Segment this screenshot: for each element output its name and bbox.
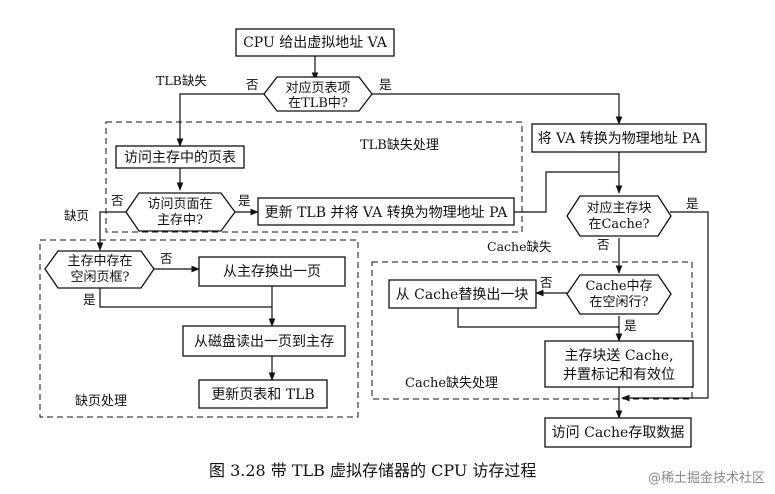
node-swap-page: 从主存换出一页 [198, 256, 346, 287]
svg-text:对应页表项: 对应页表项 [285, 80, 350, 96]
svg-text:主存中存在: 主存中存在 [67, 254, 132, 269]
tlb-miss-region-label: TLB缺失处理 [360, 138, 439, 153]
label-line-no: 否 [540, 275, 553, 290]
svg-text:从 Cache替换出一块: 从 Cache替换出一块 [396, 286, 529, 303]
node-update-tlb: 更新 TLB 并将 VA 转换为物理地址 PA [257, 197, 515, 226]
node-update-page-table: 更新页表和 TLB [198, 379, 328, 409]
svg-text:访问页面在: 访问页面在 [147, 197, 212, 212]
svg-text:更新页表和 TLB: 更新页表和 TLB [211, 387, 314, 403]
svg-text:CPU 给出虚拟地址 VA: CPU 给出虚拟地址 VA [243, 35, 388, 51]
label-page-no: 否 [111, 193, 124, 208]
label-cache-miss: Cache缺失 [487, 239, 552, 254]
label-cache-no: 否 [597, 237, 610, 252]
node-start: CPU 给出虚拟地址 VA [235, 28, 395, 57]
label-page-fault: 缺页 [64, 208, 89, 223]
node-free-line-decision: Cache中存 在空闲行? [566, 274, 672, 315]
svg-text:对应主存块: 对应主存块 [586, 200, 651, 216]
connectors [96, 56, 709, 419]
node-send-block: 主存块送 Cache, 并置标记和有效位 [544, 340, 694, 388]
node-page-decision: 访问页面在 主存中? [125, 192, 236, 232]
label-tlb-miss: TLB缺失 [156, 73, 207, 88]
node-tlb-decision: 对应页表项 在TLB中? [263, 76, 373, 112]
label-free-no: 否 [160, 251, 173, 266]
label-tlb-no: 否 [246, 77, 259, 92]
edge-free-yes [99, 288, 272, 308]
figure-caption: 图 3.28 带 TLB 虚拟存储器的 CPU 访存过程 [209, 461, 536, 480]
svg-text:从磁盘读出一页到主存: 从磁盘读出一页到主存 [194, 333, 334, 350]
node-read-disk: 从磁盘读出一页到主存 [182, 325, 346, 357]
label-free-yes: 是 [83, 292, 96, 307]
edge-tlb-yes [372, 93, 623, 125]
label-page-yes: 是 [238, 193, 251, 208]
svg-text:在TLB中?: 在TLB中? [288, 96, 348, 111]
cache-miss-region-label: Cache缺失处理 [405, 376, 498, 391]
edge-page-no [96, 211, 126, 251]
svg-text:主存块送 Cache,: 主存块送 Cache, [564, 348, 673, 364]
node-access-page-table: 访问主存中的页表 [115, 145, 245, 169]
node-replace-block: 从 Cache替换出一块 [388, 279, 537, 309]
svg-text:Cache中存: Cache中存 [585, 279, 652, 294]
node-free-frame-decision: 主存中存在 空闲页框? [44, 250, 155, 289]
svg-text:空闲页框?: 空闲页框? [71, 270, 130, 285]
edge-line-yes [457, 308, 619, 328]
svg-text:在Cache?: 在Cache? [588, 217, 649, 232]
edge-update-merge [514, 171, 619, 213]
svg-text:从主存换出一页: 从主存换出一页 [223, 263, 321, 280]
label-tlb-yes: 是 [379, 77, 392, 92]
svg-text:访问 Cache存取数据: 访问 Cache存取数据 [552, 425, 685, 441]
svg-text:并置标记和有效位: 并置标记和有效位 [563, 367, 675, 383]
svg-text:主存中?: 主存中? [157, 213, 203, 228]
edge-labels: 否 是 TLB缺失 否 是 缺页 是 否 Cache缺失 否 是 否 是 [64, 73, 699, 333]
svg-text:更新 TLB 并将 VA 转换为物理地址 PA: 更新 TLB 并将 VA 转换为物理地址 PA [265, 204, 509, 221]
node-cache-decision: 对应主存块 在Cache? [566, 195, 672, 237]
watermark: @稀土掘金技术社区 [648, 470, 765, 486]
svg-text:将 VA 转换为物理地址 PA: 将 VA 转换为物理地址 PA [538, 130, 702, 147]
label-line-yes: 是 [624, 318, 637, 333]
tlb-miss-region: TLB缺失处理 [105, 121, 523, 233]
svg-text:访问主存中的页表: 访问主存中的页表 [124, 150, 236, 166]
node-convert-pa: 将 VA 转换为物理地址 PA [531, 123, 707, 153]
node-access-data: 访问 Cache存取数据 [544, 417, 692, 448]
label-cache-yes: 是 [686, 196, 699, 211]
cache-miss-region: Cache缺失处理 [371, 261, 693, 400]
edge-tlb-no [176, 93, 264, 147]
svg-text:在空闲行?: 在空闲行? [590, 295, 649, 310]
page-fault-region: 缺页处理 [39, 239, 359, 418]
edge-cache-yes [621, 211, 709, 402]
page-fault-region-label: 缺页处理 [75, 394, 127, 409]
